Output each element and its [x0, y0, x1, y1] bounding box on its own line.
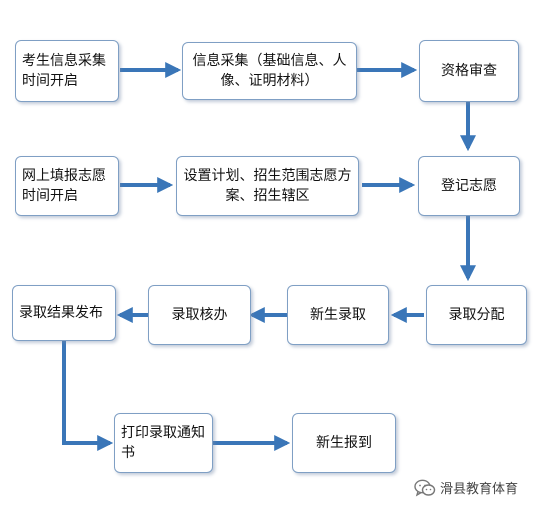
node-info-collection: 信息采集（基础信息、人像、证明材料）: [182, 42, 357, 100]
watermark: 滑县教育体育: [414, 478, 518, 497]
watermark-text: 滑县教育体育: [440, 482, 519, 497]
arrow-publish-print: [62, 340, 114, 451]
node-result-publish: 录取结果发布: [12, 285, 116, 341]
node-admission-assign: 录取分配: [426, 285, 527, 345]
node-start-application: 网上填报志愿时间开启: [15, 156, 119, 216]
node-print-notice: 打印录取通知书: [114, 413, 213, 473]
node-new-admission: 新生录取: [287, 285, 389, 345]
node-qualification-review: 资格审查: [419, 40, 519, 102]
node-start-collection: 考生信息采集时间开启: [15, 40, 119, 102]
wechat-icon: [414, 479, 436, 497]
node-register-preference: 登记志愿: [418, 156, 520, 216]
node-plan-setup: 设置计划、招生范围志愿方案、招生辖区: [176, 156, 359, 216]
node-admission-verify: 录取核办: [148, 285, 251, 345]
node-student-report: 新生报到: [292, 413, 396, 473]
